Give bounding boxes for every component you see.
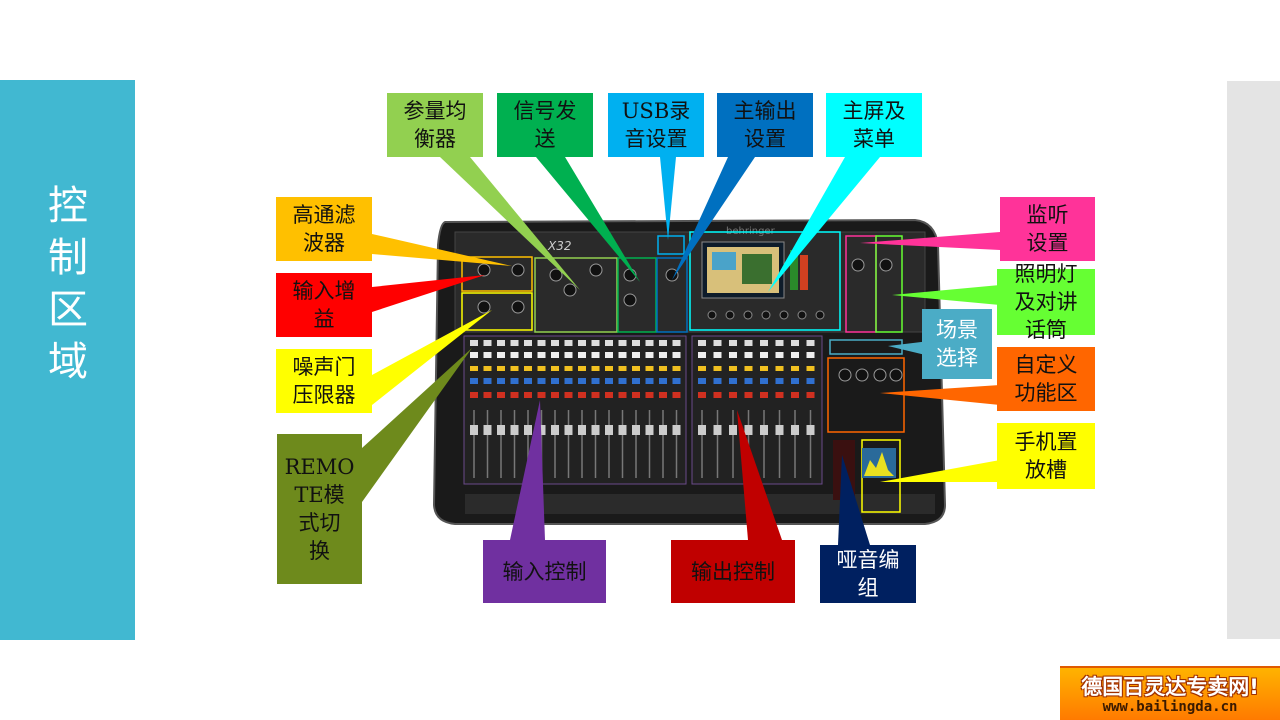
- callout-input-control-label: 输入控制: [483, 540, 606, 603]
- callout-output-control-label: 输出控制: [671, 540, 795, 603]
- callout-peq-label: 参量均 衡器: [387, 93, 483, 157]
- callout-monitor-label: 监听 设置: [1000, 197, 1095, 261]
- callout-scene-label: 场景 选择: [922, 309, 992, 379]
- watermark-banner: 德国百灵达专卖网! www.bailingda.cn: [1060, 666, 1280, 720]
- callout-usb-label: USB录 音设置: [608, 93, 704, 157]
- callout-hpf-label: 高通滤 波器: [276, 197, 372, 261]
- callout-gain-label: 输入增 益: [276, 273, 372, 337]
- knob-groups: [477, 258, 903, 382]
- slide-title-char: 域: [48, 339, 88, 385]
- callout-remote-label: REMO TE模 式切 换: [277, 434, 362, 584]
- slide-title-char: 制: [48, 235, 88, 281]
- callout-main-out-label: 主输出 设置: [717, 93, 813, 157]
- slide-title-char: 控: [48, 183, 88, 229]
- callout-talkback-label: 照明灯 及对讲 话筒: [997, 262, 1095, 342]
- right-accent-bar: [1227, 81, 1280, 639]
- slide-title-char: 区: [48, 287, 88, 333]
- callout-gate-label: 噪声门 压限器: [276, 349, 372, 413]
- console-model-label: X32: [547, 239, 572, 253]
- left-accent-bar: [0, 80, 135, 640]
- mixer-console-image: X32 behringer: [432, 218, 947, 525]
- watermark-text: 德国百灵达专卖网!: [1081, 675, 1259, 699]
- callout-screen-label: 主屏及 菜单: [826, 93, 922, 157]
- callout-pointers: [362, 157, 1000, 545]
- callout-mute-group-label: 哑音编 组: [820, 545, 916, 603]
- callout-send-label: 信号发 送: [497, 93, 593, 157]
- channel-strips: [470, 340, 815, 478]
- slide-title: 控 制 区 域: [38, 180, 98, 388]
- watermark-url: www.bailingda.cn: [1102, 699, 1238, 715]
- callout-custom-label: 自定义 功能区: [997, 347, 1095, 411]
- callout-phone-label: 手机置 放槽: [997, 423, 1095, 489]
